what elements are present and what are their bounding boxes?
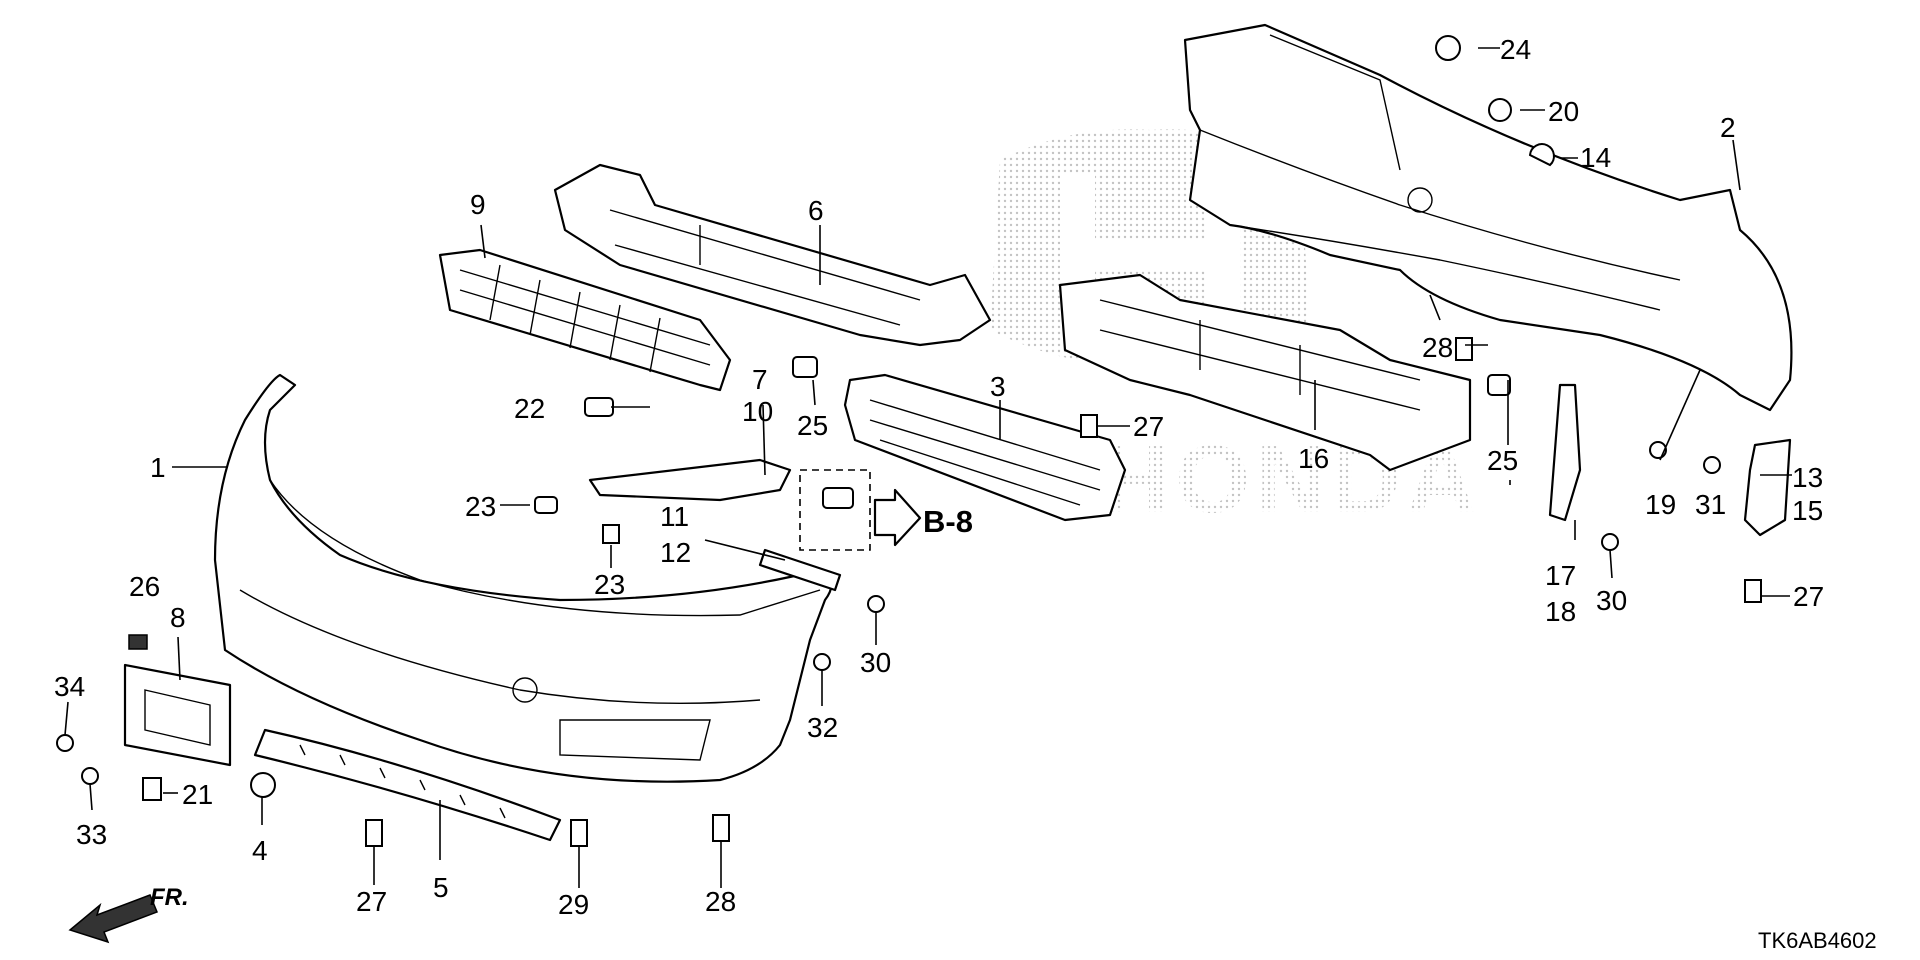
callout-24: 24 (1500, 34, 1531, 65)
clip-28a (1455, 337, 1473, 361)
screw-30a (1601, 533, 1619, 551)
callout-11: 11 (660, 501, 689, 532)
callout-31: 31 (1695, 489, 1726, 520)
b8-reference: B-8 (799, 469, 973, 551)
bolt-22 (584, 397, 614, 417)
catalog-code: TK6AB4602 (1758, 928, 1877, 953)
callout-29: 29 (558, 889, 589, 920)
fastener-group (56, 35, 1762, 847)
bracket-part-11 (758, 548, 842, 592)
callout-6: 6 (808, 195, 824, 226)
screw-33 (81, 767, 99, 785)
callout-23b: 23 (594, 569, 625, 600)
side-piece-part-13 (1743, 438, 1792, 537)
callout-18: 18 (1545, 596, 1576, 627)
side-piece-part-17 (1548, 383, 1582, 522)
fr-label: FR. (150, 884, 189, 911)
callout-25b: 25 (1487, 445, 1518, 476)
clip-27c (365, 819, 383, 847)
callout-17: 17 (1545, 560, 1576, 591)
trim-bracket-part-7 (588, 458, 792, 502)
clip-24 (1435, 35, 1461, 61)
nut-26 (128, 634, 148, 650)
cap-4 (250, 772, 276, 798)
callout-14: 14 (1580, 142, 1611, 173)
callout-10: 10 (742, 396, 773, 427)
callout-12: 12 (660, 537, 691, 568)
callout-27a: 27 (1133, 411, 1164, 442)
bolt-b8 (822, 487, 854, 509)
callout-22: 22 (514, 393, 545, 424)
front-direction-indicator: FR. (68, 884, 189, 944)
clip-23b (602, 524, 620, 544)
callout-labels: 1 2 3 4 5 6 7 8 9 10 11 12 13 14 15 16 1… (54, 34, 1824, 920)
callout-30a: 30 (860, 647, 891, 678)
callout-16: 16 (1298, 443, 1329, 474)
b8-label: B-8 (923, 504, 973, 539)
callout-19: 19 (1645, 489, 1676, 520)
screw-34 (56, 734, 74, 752)
screw-30b (867, 595, 885, 613)
screw-31 (1703, 456, 1721, 474)
callout-15: 15 (1792, 495, 1823, 526)
callout-4: 4 (252, 835, 268, 866)
lower-strip-part-5 (253, 728, 562, 842)
lower-grille-part-9 (438, 248, 732, 392)
clip-28b (712, 814, 730, 842)
rear-bumper-part-2 (1183, 23, 1793, 412)
bolt-21 (142, 777, 162, 801)
callout-34: 34 (54, 671, 85, 702)
leader-lines (64, 47, 1792, 888)
callout-3: 3 (990, 371, 1006, 402)
screw-32 (813, 653, 831, 671)
clip-29 (570, 819, 588, 847)
callout-2: 2 (1720, 112, 1736, 143)
callout-21: 21 (182, 779, 213, 810)
callout-8: 8 (170, 602, 186, 633)
license-holder-part-8 (123, 663, 232, 767)
callout-9: 9 (470, 189, 486, 220)
rear-beam-part-16 (1058, 273, 1472, 472)
clip-27b (1744, 579, 1762, 603)
callout-32: 32 (807, 712, 838, 743)
callout-13: 13 (1792, 462, 1823, 493)
front-beam-part-6 (553, 163, 992, 347)
callout-20: 20 (1548, 96, 1579, 127)
callout-28b: 28 (705, 886, 736, 917)
callout-25a: 25 (797, 410, 828, 441)
callout-30b: 30 (1596, 585, 1627, 616)
clip-20 (1488, 98, 1512, 122)
callout-5: 5 (433, 872, 449, 903)
callout-26: 26 (129, 571, 160, 602)
front-bumper-part-1 (213, 373, 833, 783)
clip-14 (1528, 143, 1555, 167)
callout-23a: 23 (465, 491, 496, 522)
callout-27c: 27 (356, 886, 387, 917)
clip-27a (1080, 414, 1098, 438)
callout-1: 1 (150, 452, 166, 483)
callout-28a: 28 (1422, 332, 1453, 363)
grille-part-3 (843, 373, 1127, 522)
bolt-23a (534, 496, 558, 514)
callout-33: 33 (76, 819, 107, 850)
bolt-25b (1487, 374, 1511, 396)
callout-27b: 27 (1793, 581, 1824, 612)
callout-7: 7 (752, 364, 768, 395)
bolt-25a (792, 356, 818, 378)
